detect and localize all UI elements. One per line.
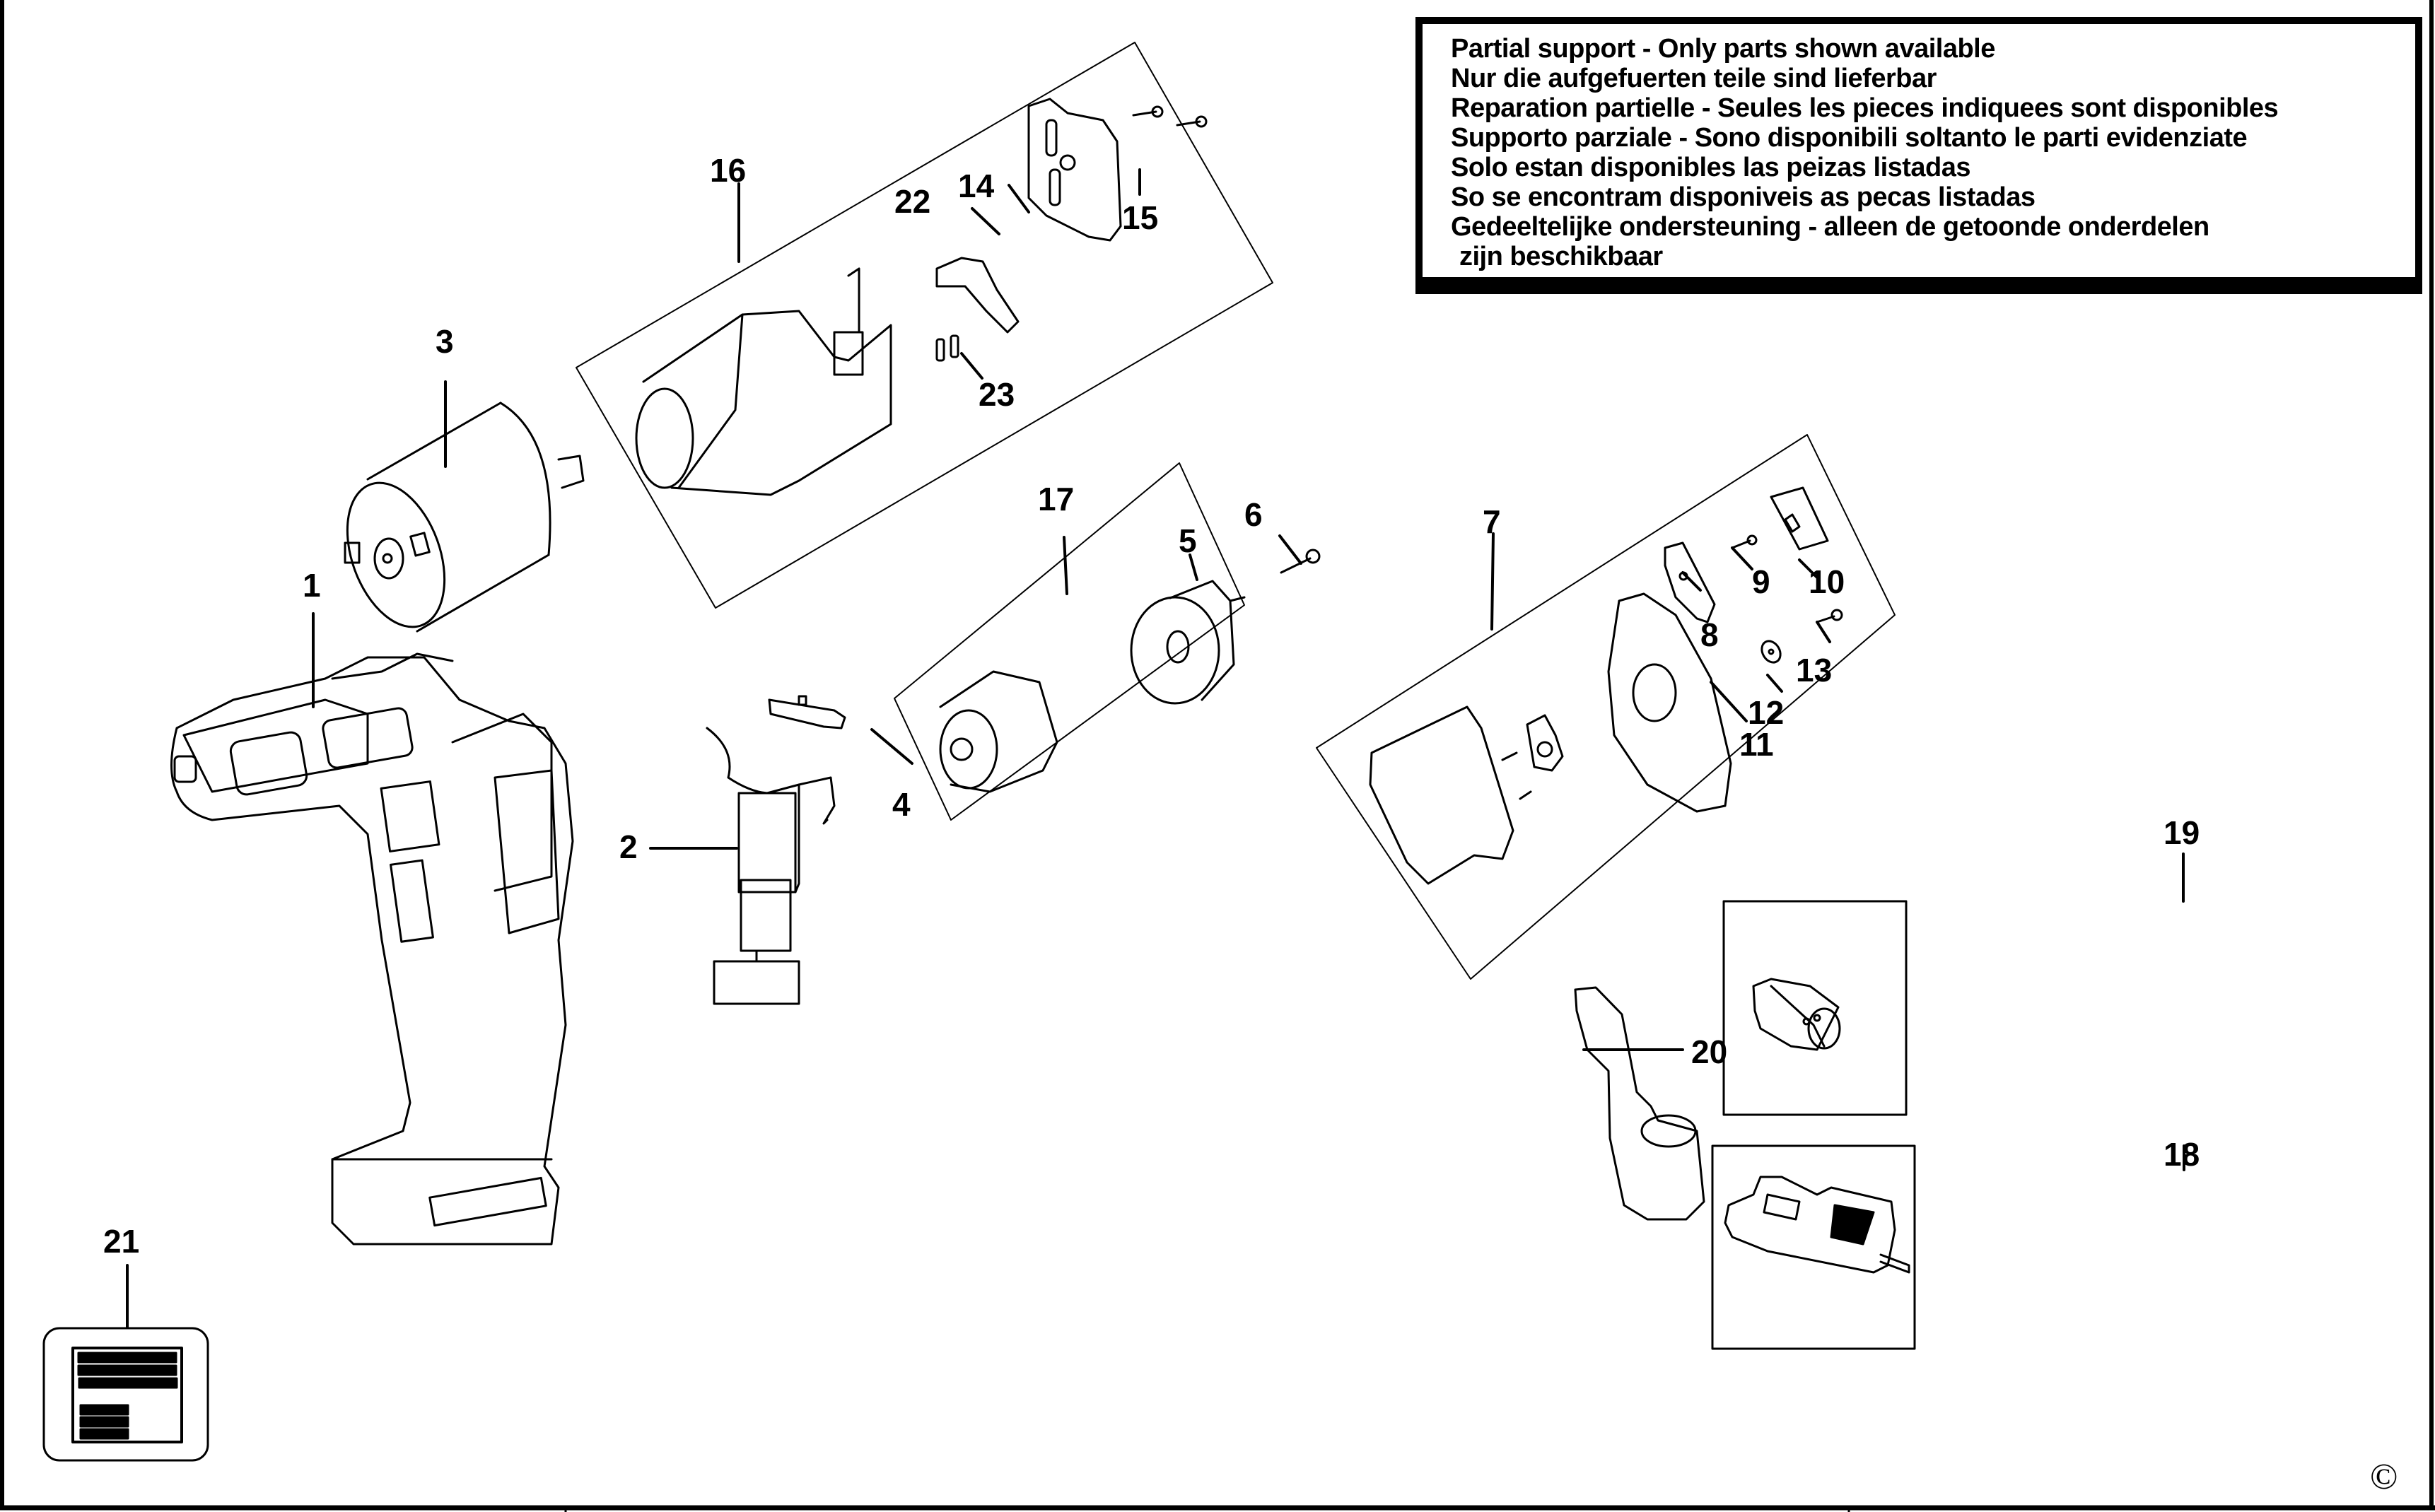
screws-part-15 (1132, 105, 1208, 128)
sander-head-part-7 (1369, 705, 1532, 885)
callout-11[interactable]: 11 (1739, 726, 1774, 763)
shoe-part-14 (1027, 98, 1122, 242)
callout-10[interactable]: 10 (1809, 563, 1845, 600)
kit-frame-7 (1316, 434, 1896, 980)
pad-part-10 (1770, 486, 1829, 551)
screw-part-6 (1280, 549, 1321, 574)
notice-line-pt: So se encontram disponiveis as pecas lis… (1451, 182, 2036, 212)
notice-line-de: Nur die aufgefuerten teile sind lieferba… (1451, 64, 1937, 93)
bit-holder-part-20 (1574, 986, 1705, 1221)
callout-21[interactable]: 21 (103, 1223, 140, 1260)
screws-part-23 (935, 334, 959, 362)
switch-part-2 (706, 727, 836, 1005)
clamp-plate-part-8 (1664, 541, 1716, 623)
kit-frame-17 (894, 462, 1245, 821)
chuck-part-5 (1130, 580, 1246, 705)
notice-line-fr: Reparation partielle - Seules les pieces… (1451, 93, 2279, 123)
notice-line-nl: Gedeeltelijke ondersteuning - alleen de … (1451, 212, 2209, 242)
callout-12[interactable]: 12 (1748, 694, 1785, 731)
blade-clamp-part-22 (935, 257, 1020, 334)
callout-4[interactable]: 4 (892, 786, 911, 823)
notice-line-es: Solo estan disponibles las peizas listad… (1451, 153, 1971, 182)
callout-8[interactable]: 8 (1700, 616, 1719, 653)
callout-6[interactable]: 6 (1244, 496, 1263, 533)
slider-part-4 (768, 695, 846, 729)
callout-23[interactable]: 23 (979, 376, 1015, 413)
screw-part-13 (1816, 609, 1843, 623)
callout-3[interactable]: 3 (436, 323, 454, 360)
charger-frame-18 (1711, 1144, 1916, 1350)
callout-22[interactable]: 22 (894, 183, 931, 220)
notice-line-en: Partial support - Only parts shown avail… (1451, 34, 1995, 64)
screw-part-9 (1731, 534, 1758, 549)
callout-15[interactable]: 15 (1122, 199, 1159, 236)
partial-support-notice: Partial support - Only parts shown avail… (1415, 17, 2422, 294)
cam-part-7 (1526, 714, 1564, 772)
callout-1[interactable]: 1 (303, 567, 321, 604)
jigsaw-head-part-16 (635, 267, 892, 496)
drill-body-part-1 (170, 652, 574, 1246)
notice-line-it: Supporto parziale - Sono disponibili sol… (1451, 123, 2248, 153)
callout-14[interactable]: 14 (958, 168, 995, 204)
callout-7[interactable]: 7 (1483, 503, 1501, 540)
motor-part-3 (344, 402, 585, 633)
callout-2[interactable]: 2 (619, 828, 638, 865)
callout-13[interactable]: 13 (1796, 652, 1833, 688)
battery-frame-19 (1722, 900, 1908, 1116)
callout-18[interactable]: 18 (2164, 1136, 2200, 1173)
callout-20[interactable]: 20 (1691, 1033, 1728, 1070)
copyright-symbol: © (2370, 1457, 2398, 1497)
kit-frame-16 (576, 42, 1273, 609)
callout-17[interactable]: 17 (1038, 481, 1075, 517)
battery-part-19 (1752, 978, 1841, 1051)
gearbox-part-17 (939, 670, 1058, 793)
washer-part-12 (1760, 640, 1782, 664)
callout-19[interactable]: 19 (2164, 814, 2200, 851)
callout-9[interactable]: 9 (1752, 563, 1770, 600)
charger-part-18 (1724, 1176, 1910, 1274)
callout-16[interactable]: 16 (710, 152, 747, 189)
leader-lines (126, 168, 2185, 1329)
notice-line-nl-cont: zijn beschikbaar (1459, 242, 1663, 271)
callout-5[interactable]: 5 (1179, 522, 1197, 559)
sander-base-part-11 (1607, 592, 1732, 813)
label-part-21 (42, 1327, 209, 1462)
